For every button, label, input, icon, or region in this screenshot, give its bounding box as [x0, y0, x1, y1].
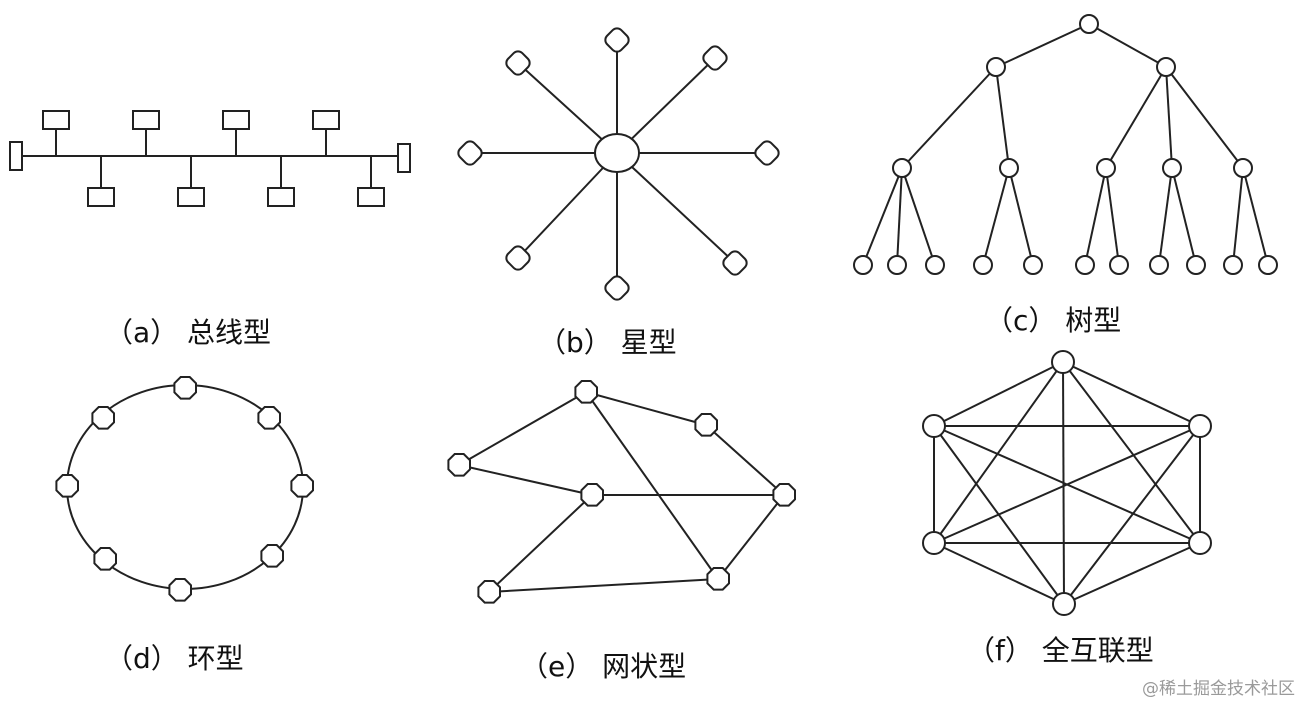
tree-node — [1096, 158, 1116, 178]
tree-node — [1156, 57, 1176, 77]
mesh-node — [574, 380, 598, 404]
star-topology — [457, 27, 780, 301]
ring-topology — [55, 376, 314, 602]
star-hub — [594, 133, 640, 173]
caption-a: （a） 总线型 — [105, 316, 271, 349]
star-node — [722, 250, 748, 276]
tree-topology — [853, 14, 1278, 275]
caption-d: （d） 环型 — [105, 642, 244, 675]
star-node — [604, 27, 630, 53]
tree-leaf-node — [973, 255, 993, 275]
tree-leaf-node — [1223, 255, 1243, 275]
mesh-node — [477, 580, 501, 604]
full-mesh-node — [922, 414, 946, 438]
mesh-node — [772, 483, 796, 507]
ring-node — [290, 474, 314, 498]
mesh-node — [447, 453, 471, 477]
bus-node — [312, 110, 340, 130]
bus-nodes-top — [42, 110, 340, 156]
tree-node — [1162, 158, 1182, 178]
star-node — [505, 245, 531, 271]
star-node — [702, 45, 728, 71]
full-mesh-topology — [922, 350, 1212, 616]
tree-leaf-node — [1186, 255, 1206, 275]
tree-node — [986, 57, 1006, 77]
ring-node — [55, 474, 79, 498]
ring-node — [93, 547, 117, 571]
tree-root-node — [1079, 14, 1099, 34]
watermark: @稀土掘金技术社区 — [1142, 679, 1295, 699]
bus-node — [87, 187, 115, 207]
tree-leaf-node — [1149, 255, 1169, 275]
bus-node — [267, 187, 295, 207]
full-mesh-node — [1051, 350, 1075, 374]
mesh-topology — [447, 380, 796, 604]
tree-leaf-node — [1023, 255, 1043, 275]
tree-leaf-node — [925, 255, 945, 275]
tree-leaf-node — [887, 255, 907, 275]
bus-topology — [9, 110, 411, 207]
bus-node — [177, 187, 205, 207]
star-node — [754, 140, 780, 166]
bus-node — [42, 110, 70, 130]
tree-leaf-node — [1109, 255, 1129, 275]
caption-c: （c） 树型 — [985, 304, 1121, 337]
ring-node — [260, 544, 284, 568]
bus-node — [222, 110, 250, 130]
tree-node — [892, 158, 912, 178]
ring-node — [168, 578, 192, 602]
star-node — [457, 140, 483, 166]
full-mesh-node — [1052, 592, 1076, 616]
bus-terminator-right — [397, 143, 411, 173]
mesh-node — [706, 567, 730, 591]
full-mesh-node — [922, 531, 946, 555]
bus-node — [132, 110, 160, 130]
tree-node — [1233, 158, 1253, 178]
full-mesh-node — [1188, 414, 1212, 438]
ring-node — [257, 406, 281, 430]
caption-e: （e） 网状型 — [520, 650, 686, 683]
star-node — [604, 275, 630, 301]
bus-terminator-left — [9, 141, 23, 171]
bus-node — [357, 187, 385, 207]
caption-b: （b） 星型 — [538, 326, 677, 359]
tree-node — [999, 158, 1019, 178]
mesh-node — [580, 483, 604, 507]
ring-node — [91, 406, 115, 430]
ring-node — [173, 376, 197, 400]
full-mesh-node — [1188, 531, 1212, 555]
tree-leaf-node — [1075, 255, 1095, 275]
bus-nodes-bottom — [87, 156, 385, 207]
tree-leaf-node — [853, 255, 873, 275]
caption-f: （f） 全互联型 — [967, 634, 1154, 667]
mesh-node — [694, 413, 718, 437]
tree-leaf-node — [1258, 255, 1278, 275]
star-node — [505, 50, 531, 76]
